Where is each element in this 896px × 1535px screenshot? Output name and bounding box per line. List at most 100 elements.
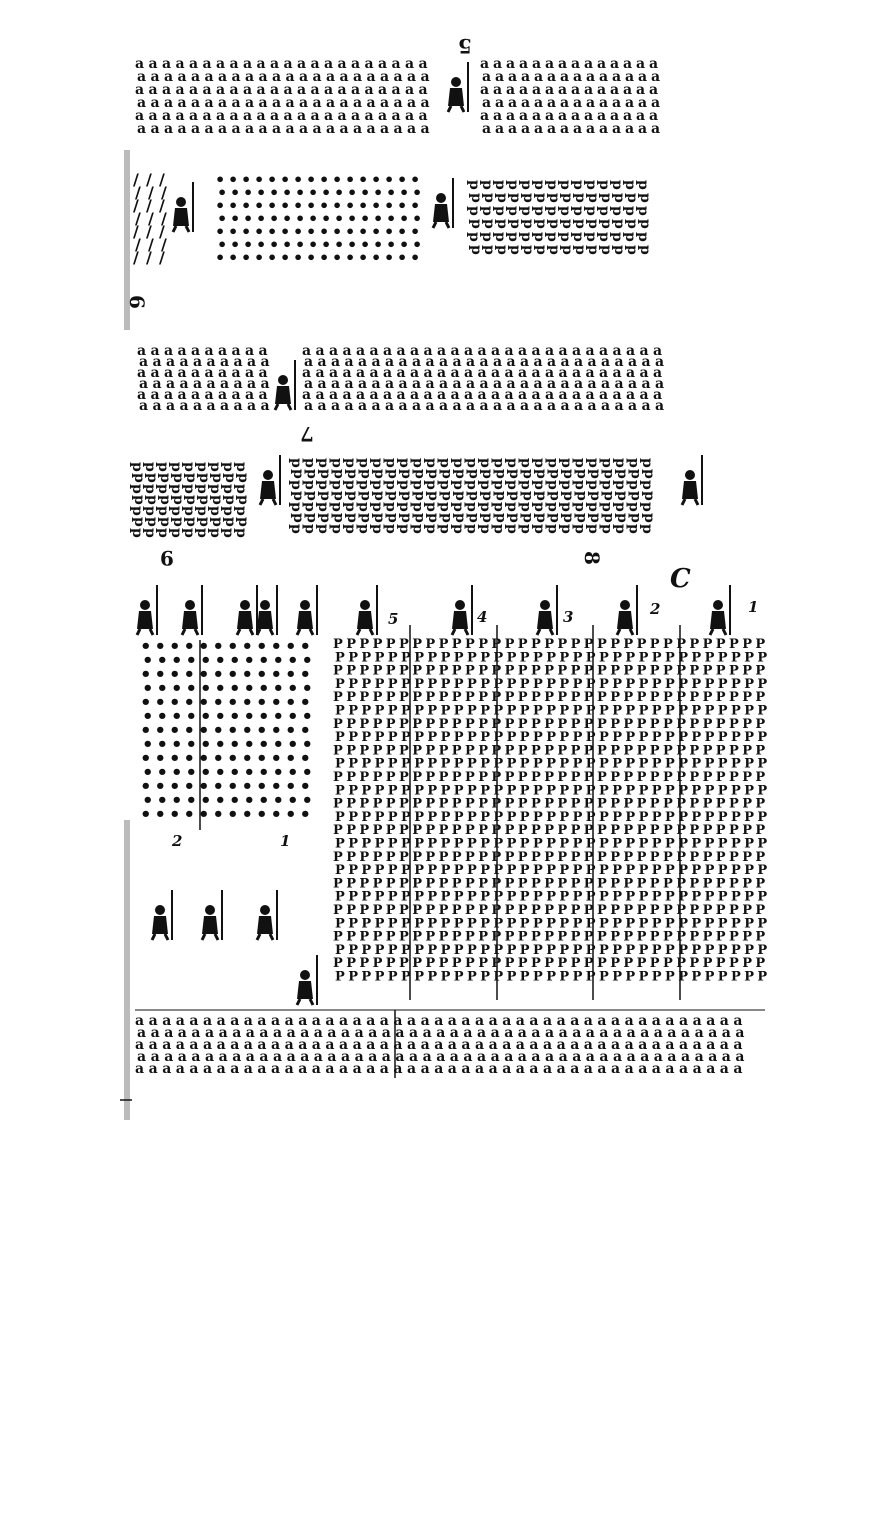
pike-glyph: P <box>348 650 358 665</box>
musketeer-glyph: / <box>159 248 165 267</box>
shot-glyph: • <box>242 748 254 769</box>
musketeer-glyph: • <box>243 183 253 202</box>
musketeer-glyph: a <box>312 1061 321 1077</box>
pike-glyph: P <box>452 797 462 812</box>
pike-glyph: P <box>691 810 701 825</box>
pike-glyph: P <box>439 717 449 732</box>
pike-glyph: P <box>744 863 754 878</box>
musketeer-glyph: a <box>478 343 487 359</box>
pike-glyph: P <box>557 664 567 679</box>
musketeer-glyph: a <box>232 387 241 403</box>
pike-glyph: P <box>333 903 343 918</box>
shot-glyph: • <box>285 664 297 685</box>
pike-glyph: P <box>586 650 596 665</box>
pikeman-glyph: p <box>466 469 482 479</box>
musketeer-glyph: a <box>304 376 313 392</box>
musketeer-glyph: a <box>419 56 428 72</box>
pike-glyph: P <box>480 757 490 772</box>
pike-glyph: P <box>610 743 620 758</box>
pike-glyph: P <box>691 837 701 852</box>
musketeer-glyph: a <box>176 1013 185 1029</box>
pike-glyph: P <box>731 730 741 745</box>
musketeer-glyph: a <box>482 121 491 137</box>
pikeman-glyph: p <box>598 245 614 255</box>
pikeman-glyph: p <box>507 245 523 255</box>
pikeman-glyph: p <box>560 513 576 523</box>
pike-glyph: P <box>346 717 356 732</box>
pike-glyph: P <box>386 690 396 705</box>
musketeer-glyph: a <box>318 398 327 414</box>
shot-glyph: • <box>285 748 297 769</box>
pike-glyph: P <box>597 743 607 758</box>
pike-glyph: P <box>388 916 398 931</box>
pike-glyph: P <box>678 730 688 745</box>
musketeer-glyph: a <box>451 365 460 381</box>
pike-glyph: P <box>480 810 490 825</box>
pike-glyph: P <box>518 903 528 918</box>
pike-glyph: P <box>637 850 647 865</box>
musketeer-glyph: a <box>353 121 362 137</box>
pike-glyph: P <box>718 783 728 798</box>
musketeer-glyph: a <box>316 343 325 359</box>
pike-glyph: P <box>718 916 728 931</box>
pikeman-glyph: p <box>385 469 401 479</box>
shot-glyph: • <box>184 748 196 769</box>
musketeer-glyph: • <box>308 235 318 254</box>
shot-glyph: • <box>300 720 312 741</box>
pike-glyph: P <box>467 970 477 985</box>
musketeer-glyph: a <box>189 56 198 72</box>
pike-glyph: P <box>625 677 635 692</box>
musketeer-glyph: / <box>133 170 139 189</box>
pike-glyph: P <box>744 970 754 985</box>
musketeer-glyph: a <box>151 387 160 403</box>
musketeer-glyph: • <box>360 209 370 228</box>
pike-glyph: P <box>599 810 609 825</box>
pikeman-glyph: p <box>288 458 304 468</box>
musketeer-glyph: a <box>164 365 173 381</box>
musketeer-glyph: a <box>383 343 392 359</box>
pike-glyph: P <box>744 837 754 852</box>
pike-glyph: P <box>703 743 713 758</box>
musketeer-glyph: a <box>529 1061 538 1077</box>
musketeer-glyph: a <box>638 1013 647 1029</box>
pike-glyph: P <box>373 770 383 785</box>
musketeer-glyph: • <box>254 222 264 241</box>
pikeman-glyph: p <box>585 193 601 203</box>
pike-glyph: P <box>584 717 594 732</box>
pikeman-glyph: p <box>183 473 199 483</box>
pike-glyph: P <box>335 810 345 825</box>
pikeman-glyph: p <box>585 524 601 534</box>
shot-glyph: • <box>184 776 196 797</box>
musketeer-glyph: a <box>205 121 214 137</box>
pike-glyph: P <box>757 916 767 931</box>
musketeer-glyph: a <box>284 56 293 72</box>
pike-glyph: P <box>573 730 583 745</box>
pikeman-glyph: p <box>558 458 574 468</box>
musketeer-glyph: a <box>345 376 354 392</box>
pike-glyph: P <box>689 743 699 758</box>
musketeer-glyph: a <box>640 343 649 359</box>
shot-glyph: • <box>271 664 283 685</box>
pike-glyph: P <box>652 677 662 692</box>
musketeer-glyph: a <box>409 1025 418 1041</box>
pikeman-glyph: p <box>494 245 510 255</box>
pike-glyph: P <box>716 637 726 652</box>
pike-glyph: P <box>505 956 515 971</box>
pike-glyph: P <box>412 903 422 918</box>
musketeer-glyph: a <box>625 1013 634 1029</box>
pike-glyph: P <box>729 823 739 838</box>
pike-glyph: P <box>533 810 543 825</box>
musketeer-glyph: • <box>360 183 370 202</box>
musketeer-glyph: a <box>506 108 515 124</box>
musketeer-glyph: a <box>189 1061 198 1077</box>
musketeer-glyph: a <box>399 354 408 370</box>
pike-glyph: P <box>359 876 369 891</box>
musketeer-glyph: • <box>373 183 383 202</box>
pikeman-glyph: p <box>518 524 534 534</box>
pike-glyph: P <box>520 810 530 825</box>
pike-glyph: P <box>491 903 501 918</box>
pikeman-glyph: p <box>635 232 651 242</box>
pike-glyph: P <box>546 757 556 772</box>
pike-glyph: P <box>452 956 462 971</box>
